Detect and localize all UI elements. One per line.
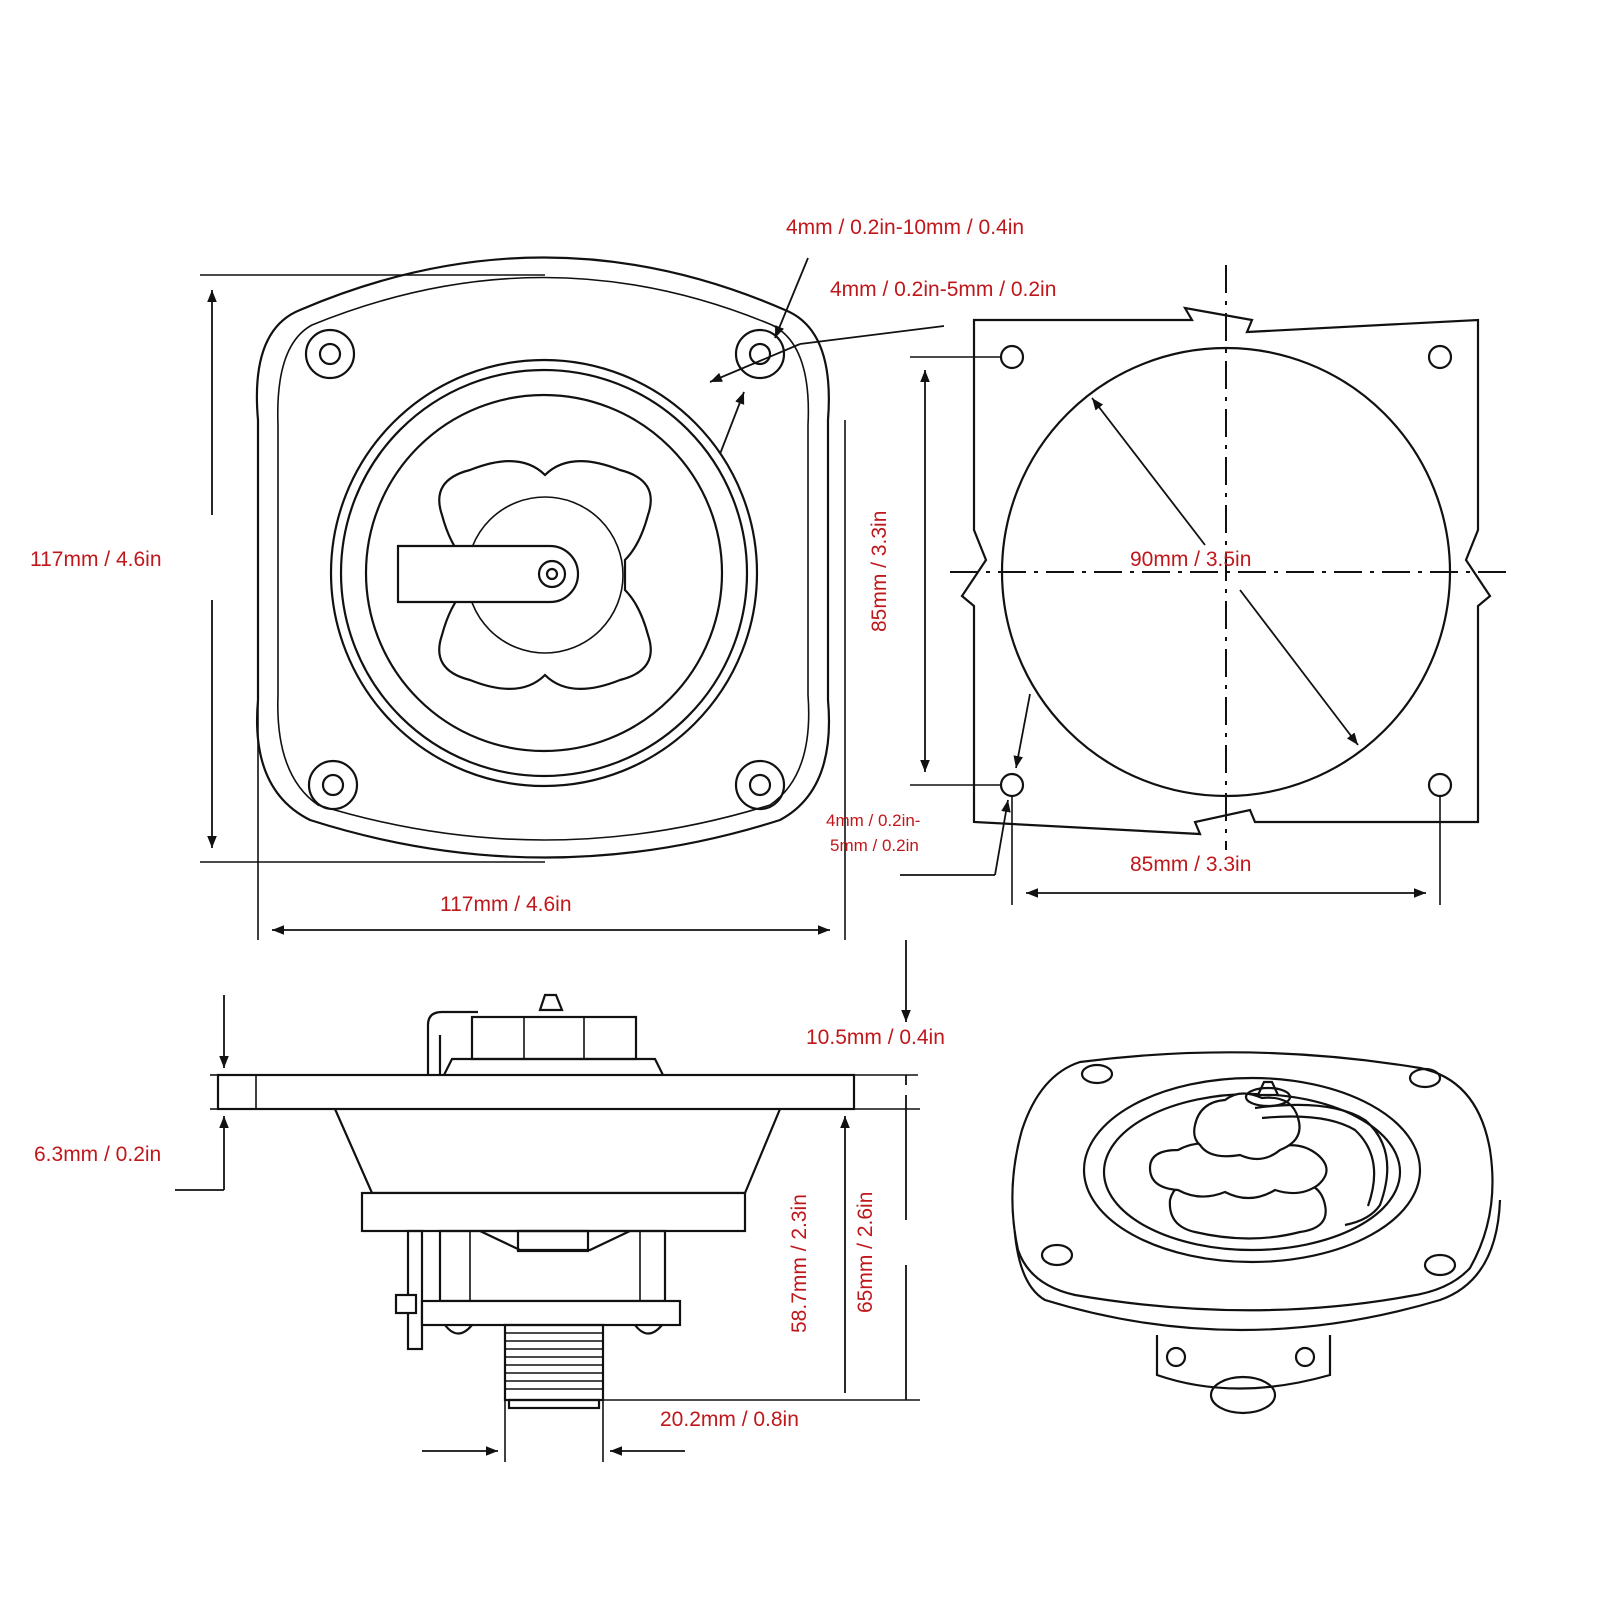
bezel-ring-mid (339, 368, 749, 778)
side-body (333, 1108, 782, 1195)
latch-arm (396, 544, 580, 604)
side-flange-plate (216, 1073, 856, 1111)
label-side-total-height: 65mm / 2.6in (854, 1192, 877, 1313)
label-cutout-height: 85mm / 3.3in (868, 511, 891, 632)
mounting-hole-bottom-left (307, 759, 359, 811)
label-side-body-height: 58.7mm / 2.3in (788, 1194, 811, 1333)
cutout-template: 90mm / 3.5in 85mm / 3.3in 85mm / 3.3in 4… (826, 265, 1510, 905)
label-hole-dim-2: 4mm / 0.2in-5mm / 0.2in (830, 278, 1056, 301)
label-cutout-hole-dim-line2: 5mm / 0.2in (830, 836, 919, 855)
label-cutout-width: 85mm / 3.3in (1130, 853, 1251, 876)
label-top-view-height: 117mm / 4.6in (30, 548, 162, 571)
mounting-hole-top-left (304, 328, 356, 380)
cutout-hole-bottom-left (999, 772, 1025, 798)
bezel-ring-outer (329, 358, 759, 788)
isometric-view (1011, 1051, 1502, 1415)
mounting-hole-top-right (734, 328, 786, 380)
latch-pivot (537, 559, 567, 589)
label-side-flange-thickness: 6.3mm / 0.2in (34, 1143, 161, 1166)
label-cutout-diameter: 90mm / 3.5in (1130, 548, 1251, 571)
iso-recess-outer (1082, 1076, 1422, 1264)
top-view-flange-inner (276, 276, 810, 841)
side-bottom-plate (420, 1299, 682, 1327)
cutout-hole-bottom-right (1427, 772, 1453, 798)
label-cutout-hole-dim-line1: 4mm / 0.2in- (826, 811, 920, 830)
top-view: 117mm / 4.6in 117mm / 4.6in 4mm / 0.2in-… (30, 216, 1056, 940)
label-hole-dim-1: 4mm / 0.2in-10mm / 0.4in (786, 216, 1024, 239)
cutout-frame (960, 306, 1492, 836)
cutout-hole-top-left (999, 344, 1025, 370)
label-thread-width: 20.2mm / 0.8in (660, 1408, 799, 1431)
label-side-top-height: 10.5mm / 0.4in (806, 1026, 945, 1049)
side-body-ring (360, 1191, 747, 1233)
iso-flange-side (1012, 1184, 1502, 1332)
label-top-view-width: 117mm / 4.6in (440, 893, 572, 916)
side-view: 6.3mm / 0.2in 10.5mm / 0.4in 58.7mm / 2.… (34, 940, 945, 1462)
mounting-hole-bottom-right (734, 759, 786, 811)
cutout-hole-top-right (1427, 344, 1453, 370)
side-knob-nut (470, 1015, 638, 1061)
bezel-ring-inner (364, 393, 724, 753)
